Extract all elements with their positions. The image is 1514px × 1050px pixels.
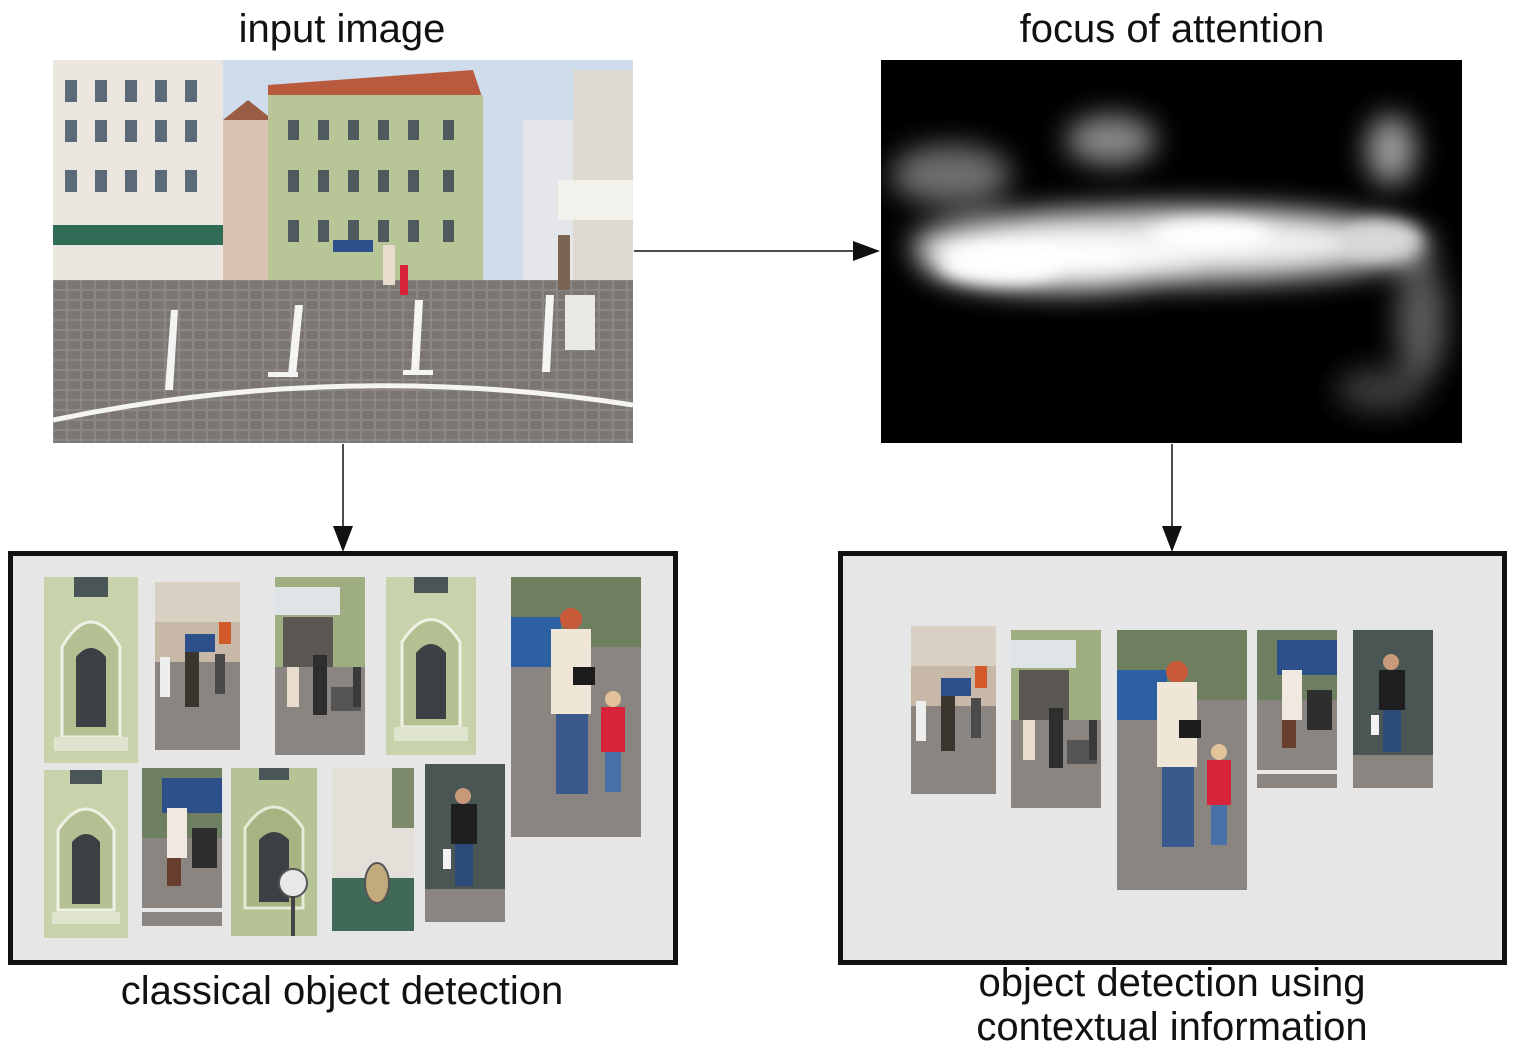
pedestrian-crop	[425, 764, 505, 922]
street-crowd-crop	[911, 626, 996, 794]
street-crowd-crop	[155, 582, 240, 750]
mother-child-crop	[511, 577, 641, 837]
window-crop	[231, 768, 317, 936]
street-crowd-crop	[1011, 630, 1101, 808]
contextual-detection-caption-line2: contextual information	[976, 1005, 1368, 1049]
street-crowd-crop	[275, 577, 365, 755]
window-crop	[44, 577, 138, 763]
contextual-detection-caption-line1: object detection using	[978, 961, 1366, 1005]
focus-of-attention-label: focus of attention	[1019, 7, 1325, 51]
arrow-head-down-left-icon	[333, 526, 353, 552]
arrow-head-down-right-icon	[1162, 526, 1182, 552]
arrow-head-right-icon	[853, 241, 880, 261]
attention-heatmap	[881, 60, 1462, 443]
pedestrian-crop	[1353, 630, 1433, 788]
window-crop	[44, 770, 128, 938]
mother-child-crop	[1117, 630, 1247, 890]
input-image-label: input image	[238, 7, 446, 51]
building-corner-crop	[332, 768, 414, 931]
classical-detection-caption: classical object detection	[120, 969, 564, 1013]
pedestrian-crop	[142, 768, 222, 926]
window-crop	[386, 577, 476, 755]
pedestrian-crop	[1257, 630, 1337, 788]
input-street-photo	[53, 60, 633, 443]
